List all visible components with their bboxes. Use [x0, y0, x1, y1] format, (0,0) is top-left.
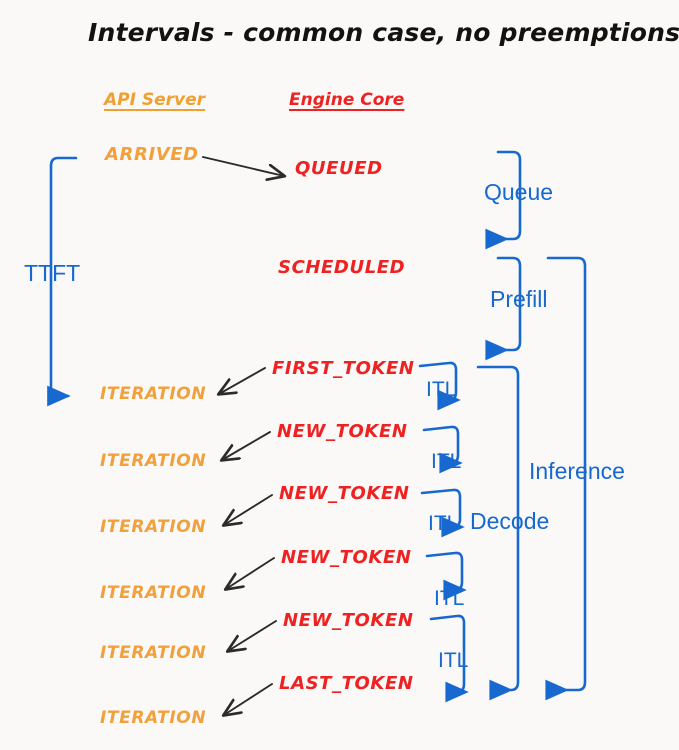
state-last-token: LAST_TOKEN	[279, 673, 414, 694]
interval-label-itl: ITL	[438, 649, 469, 672]
interval-label-decode: Decode	[470, 508, 550, 534]
interval-label-itl: ITL	[434, 587, 465, 610]
interval-label-queue: Queue	[484, 179, 554, 205]
interval-label-inference: Inference	[529, 458, 625, 484]
arrow-token-to-iteration	[219, 367, 266, 394]
interval-label-itl: ITL	[428, 512, 459, 535]
state-iteration: ITERATION	[100, 451, 207, 471]
arrow-arrived-to-queued	[202, 156, 284, 176]
state-iteration: ITERATION	[100, 643, 207, 663]
state-iteration: ITERATION	[100, 708, 207, 728]
column-header-engine-core: Engine Core	[289, 90, 405, 110]
state-scheduled: SCHEDULED	[278, 257, 406, 278]
interval-label-ttft: TTFT	[24, 260, 81, 286]
state-new-token: NEW_TOKEN	[283, 610, 414, 631]
state-iteration: ITERATION	[100, 517, 207, 537]
state-iteration: ITERATION	[100, 384, 207, 404]
arrow-token-to-iteration	[226, 557, 275, 589]
arrow-token-to-iteration	[224, 683, 273, 715]
state-first-token: FIRST_TOKEN	[272, 358, 415, 379]
state-new-token: NEW_TOKEN	[281, 547, 412, 568]
state-new-token: NEW_TOKEN	[279, 483, 410, 504]
interval-label-itl: ITL	[431, 450, 462, 473]
state-arrived: ARRIVED	[105, 144, 199, 165]
state-new-token: NEW_TOKEN	[277, 421, 408, 442]
interval-label-prefill: Prefill	[490, 286, 548, 312]
state-queued: QUEUED	[295, 158, 383, 179]
column-header-api-server: API Server	[104, 90, 206, 110]
bracket-itl	[425, 551, 467, 601]
arrow-token-to-iteration	[228, 620, 277, 651]
page-title: Intervals - common case, no preemptions	[88, 18, 679, 47]
arrow-token-to-iteration	[222, 431, 271, 460]
interval-label-itl: ITL	[426, 378, 457, 401]
state-iteration: ITERATION	[100, 583, 207, 603]
arrow-token-to-iteration	[224, 494, 273, 525]
